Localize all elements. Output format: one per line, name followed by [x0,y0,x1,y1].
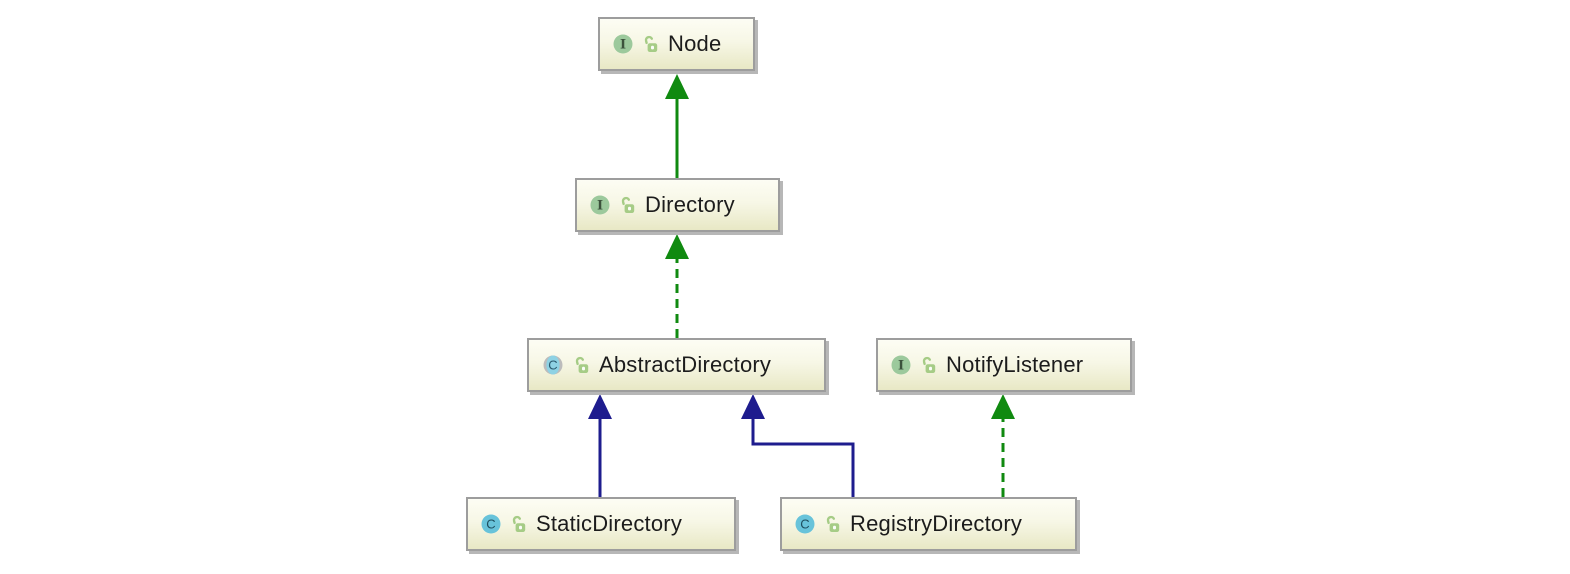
svg-text:I: I [620,38,626,53]
uml-node-registry-directory[interactable]: C RegistryDirectory [780,497,1077,551]
node-label: AbstractDirectory [599,352,772,377]
node-label: NotifyListener [946,352,1084,377]
edge-registrydirectory-extends-abstractdirectory [741,394,855,497]
open-lock-icon [826,515,840,532]
node-label: Directory [645,192,735,217]
open-lock-icon [621,196,635,213]
node-label: RegistryDirectory [850,511,1023,536]
open-lock-icon [644,35,658,52]
class-icon: C [795,514,815,534]
edge-registrydirectory-implements-notifylistener [991,394,1015,497]
svg-text:C: C [800,517,809,532]
svg-text:I: I [898,359,904,374]
open-lock-icon [512,515,526,532]
open-lock-icon [922,356,936,373]
edge-directory-extends-node [665,74,689,178]
class-icon: C [481,514,501,534]
svg-text:I: I [597,199,603,214]
interface-icon: I [590,195,610,215]
svg-text:C: C [486,517,495,532]
uml-node-directory[interactable]: I Directory [575,178,780,232]
abstract-class-icon: C [543,355,563,375]
node-label: StaticDirectory [536,511,683,536]
open-lock-icon [575,356,589,373]
svg-text:C: C [548,358,557,373]
uml-node-static-directory[interactable]: C StaticDirectory [466,497,736,551]
interface-icon: I [613,34,633,54]
node-label: Node [668,31,722,56]
uml-node-abstract-directory[interactable]: C AbstractDirectory [527,338,826,392]
edge-abstractdirectory-implements-directory [665,234,689,338]
edge-staticdirectory-extends-abstractdirectory [588,394,612,497]
interface-icon: I [891,355,911,375]
uml-node-node[interactable]: I Node [598,17,755,71]
uml-node-notify-listener[interactable]: I NotifyListener [876,338,1132,392]
